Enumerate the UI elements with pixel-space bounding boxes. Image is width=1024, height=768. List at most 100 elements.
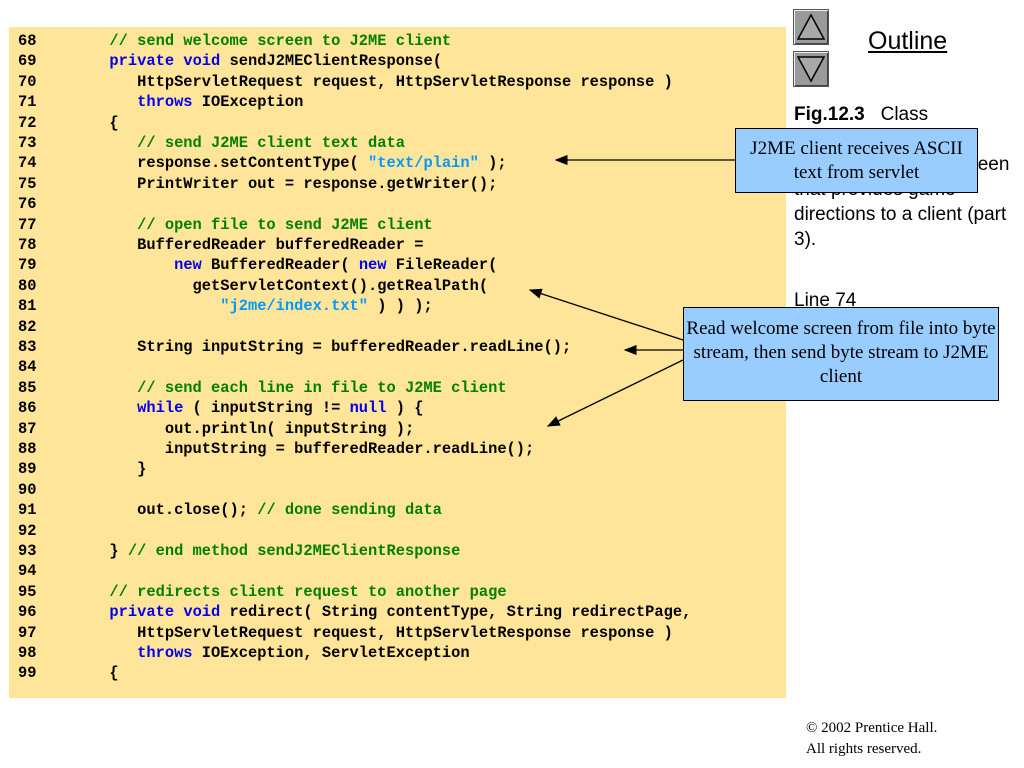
- line-number: 97: [18, 623, 37, 642]
- code-token: HttpServletRequest request, HttpServletR…: [54, 623, 673, 642]
- line-number: 72: [18, 113, 37, 132]
- code-text: // redirects client request to another p…: [54, 582, 507, 602]
- line-number: 85: [18, 378, 37, 397]
- code-line: 76: [9, 194, 786, 214]
- code-token: // redirects client request to another p…: [109, 582, 507, 601]
- next-slide-button[interactable]: [793, 51, 829, 87]
- code-token: new: [174, 256, 202, 275]
- code-token: FileReader(: [386, 256, 498, 275]
- code-token: inputString = bufferedReader.readLine();: [54, 440, 535, 458]
- code-line: 94: [9, 561, 786, 581]
- line-number: 79: [18, 256, 37, 275]
- code-line: 90: [9, 480, 786, 500]
- line-number: 92: [18, 521, 37, 540]
- code-line: 87 out.println( inputString );: [9, 419, 786, 439]
- code-text: // send welcome screen to J2ME client: [54, 31, 451, 51]
- code-token: [54, 297, 220, 315]
- line-number: 96: [18, 603, 37, 622]
- code-line: 77 // open file to send J2ME client: [9, 215, 786, 235]
- code-token: [54, 583, 109, 601]
- code-token: // done sending data: [257, 501, 442, 520]
- code-line: 78 BufferedReader bufferedReader =: [9, 235, 786, 255]
- line-number: 83: [18, 338, 37, 356]
- code-text: throws IOException, ServletException: [54, 643, 470, 663]
- code-line: 95 // redirects client request to anothe…: [9, 582, 786, 602]
- code-token: ) {: [386, 399, 424, 418]
- line-number: 88: [18, 440, 37, 458]
- line-number: 71: [18, 93, 37, 112]
- line-number: 78: [18, 236, 37, 254]
- triangle-down-icon: [797, 56, 825, 83]
- code-token: out.println( inputString );: [54, 419, 415, 438]
- figure-number: Fig.12.3: [794, 104, 865, 125]
- code-token: }: [54, 542, 128, 560]
- code-line: 82: [9, 317, 786, 337]
- line-number: 76: [18, 195, 37, 214]
- line-number: 80: [18, 276, 37, 295]
- code-line: 71 throws IOException: [9, 92, 786, 112]
- code-line: 85 // send each line in file to J2ME cli…: [9, 378, 786, 398]
- code-text: private void redirect( String contentTyp…: [54, 602, 691, 622]
- code-text: } // end method sendJ2MEClientResponse: [54, 541, 460, 561]
- code-line: 89 }: [9, 459, 786, 479]
- code-token: response.setContentType(: [54, 154, 369, 173]
- code-line: 80 getServletContext().getRealPath(: [9, 276, 786, 296]
- copyright-notice: © 2002 Prentice Hall. All rights reserve…: [806, 718, 937, 760]
- code-token: IOException, ServletException: [192, 644, 470, 662]
- code-token: void: [183, 603, 221, 622]
- callout-read-welcome-screen: Read welcome screen from file into byte …: [683, 307, 999, 401]
- code-line: 73 // send J2ME client text data: [9, 133, 786, 153]
- code-token: [54, 256, 174, 274]
- line-reference: Line 74: [794, 290, 857, 311]
- code-token: [54, 399, 137, 417]
- code-line: 99 {: [9, 663, 786, 683]
- code-token: ( inputString !=: [183, 399, 350, 418]
- code-text: "j2me/index.txt" ) ) );: [54, 296, 432, 316]
- line-number: 90: [18, 480, 37, 499]
- code-text: BufferedReader bufferedReader =: [54, 235, 423, 255]
- code-line: 79 new BufferedReader( new FileReader(: [9, 255, 786, 275]
- code-token: HttpServletRequest request, HttpServletR…: [54, 72, 673, 91]
- code-line: 68 // send welcome screen to J2ME client: [9, 31, 786, 51]
- line-number: 95: [18, 582, 37, 601]
- code-line: 98 throws IOException, ServletException: [9, 643, 786, 663]
- code-token: String inputString = bufferedReader.read…: [54, 338, 572, 356]
- code-token: PrintWriter out = response.getWriter();: [54, 174, 498, 193]
- code-text: throws IOException: [54, 92, 303, 112]
- code-token: // open file to send J2ME client: [137, 215, 433, 234]
- code-token: // send each line in file to J2ME client: [137, 378, 507, 397]
- code-text: String inputString = bufferedReader.read…: [54, 337, 571, 357]
- code-token: [54, 32, 109, 50]
- code-text: HttpServletRequest request, HttpServletR…: [54, 72, 673, 92]
- code-line: 93 } // end method sendJ2MEClientRespons…: [9, 541, 786, 561]
- line-number: 75: [18, 174, 37, 193]
- callout-ascii-text: J2ME client receives ASCII text from ser…: [735, 128, 978, 193]
- code-text: // send each line in file to J2ME client: [54, 378, 507, 398]
- line-number: 73: [18, 134, 37, 152]
- code-token: "j2me/index.txt": [220, 297, 369, 316]
- previous-slide-button[interactable]: [793, 9, 829, 45]
- code-token: [54, 379, 137, 397]
- code-line: 88 inputString = bufferedReader.readLine…: [9, 439, 786, 459]
- code-text: {: [54, 113, 119, 133]
- code-line: 69 private void sendJ2MEClientResponse(: [9, 51, 786, 71]
- code-token: {: [54, 113, 119, 132]
- code-token: // send welcome screen to J2ME client: [109, 32, 452, 50]
- code-line: 97 HttpServletRequest request, HttpServl…: [9, 623, 786, 643]
- code-line: 96 private void redirect( String content…: [9, 602, 786, 622]
- outline-link[interactable]: Outline: [868, 27, 948, 55]
- code-token: BufferedReader(: [201, 256, 359, 275]
- code-token: // send J2ME client text data: [137, 134, 405, 152]
- code-token: [54, 216, 137, 234]
- code-text: }: [54, 459, 146, 479]
- code-token: "text/plain": [368, 154, 479, 173]
- code-token: }: [54, 460, 147, 479]
- code-token: private: [109, 52, 175, 71]
- line-number: 99: [18, 664, 37, 683]
- code-token: sendJ2MEClientResponse(: [220, 52, 442, 71]
- code-token: null: [349, 399, 387, 418]
- triangle-up-icon: [797, 13, 825, 40]
- code-token: redirect( String contentType, String red…: [220, 603, 692, 622]
- line-number: 81: [18, 297, 37, 316]
- code-line: 83 String inputString = bufferedReader.r…: [9, 337, 786, 357]
